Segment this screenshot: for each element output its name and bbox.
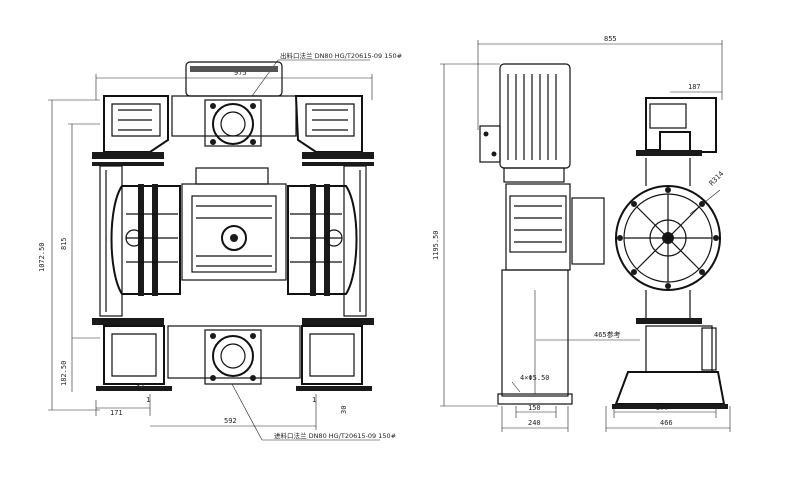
dim-side-overall-width: 855 [604, 35, 617, 43]
dim-side-ref: 465参考 [594, 330, 621, 339]
dim-side-base-377: 377 [656, 404, 669, 412]
note-outlet-flange: 出料口法兰 DN80 HG/T20615-09 150# [280, 51, 402, 60]
dim-side-outlet-width: 187 [688, 83, 701, 91]
dim-front-bottom-small: 30 [340, 406, 348, 414]
dim-front-foot-a: 32 [136, 382, 144, 390]
note-inlet-flange: 进料口法兰 DN80 HG/T20615-09 150# [274, 431, 396, 440]
dim-front-inner-width: 592 [224, 417, 237, 425]
dim-front-total-height: 1072.50 [38, 242, 46, 272]
dim-front-foot-b: 1 [146, 396, 150, 404]
front-view: 975 出料口法兰 DN80 HG/T20615-09 150# [38, 51, 402, 441]
dim-front-overall-width: 975 [234, 69, 247, 77]
dim-side-base-150: 150 [528, 404, 541, 412]
dim-front-low-height: 182.50 [60, 361, 68, 386]
side-view: 855 187 R314 [432, 35, 731, 432]
dim-front-left-offset: 171 [110, 409, 123, 417]
dim-front-mid-height: 815 [60, 237, 68, 250]
dim-side-base-240: 240 [528, 419, 541, 427]
dim-side-total-height: 1195.50 [432, 230, 440, 260]
dim-front-foot-b2: 1 [312, 396, 316, 404]
dim-side-base-466: 466 [660, 419, 673, 427]
dim-side-holes: 4×Φ5.50 [520, 374, 550, 382]
dim-side-pipe-dia: R314 [708, 170, 726, 188]
